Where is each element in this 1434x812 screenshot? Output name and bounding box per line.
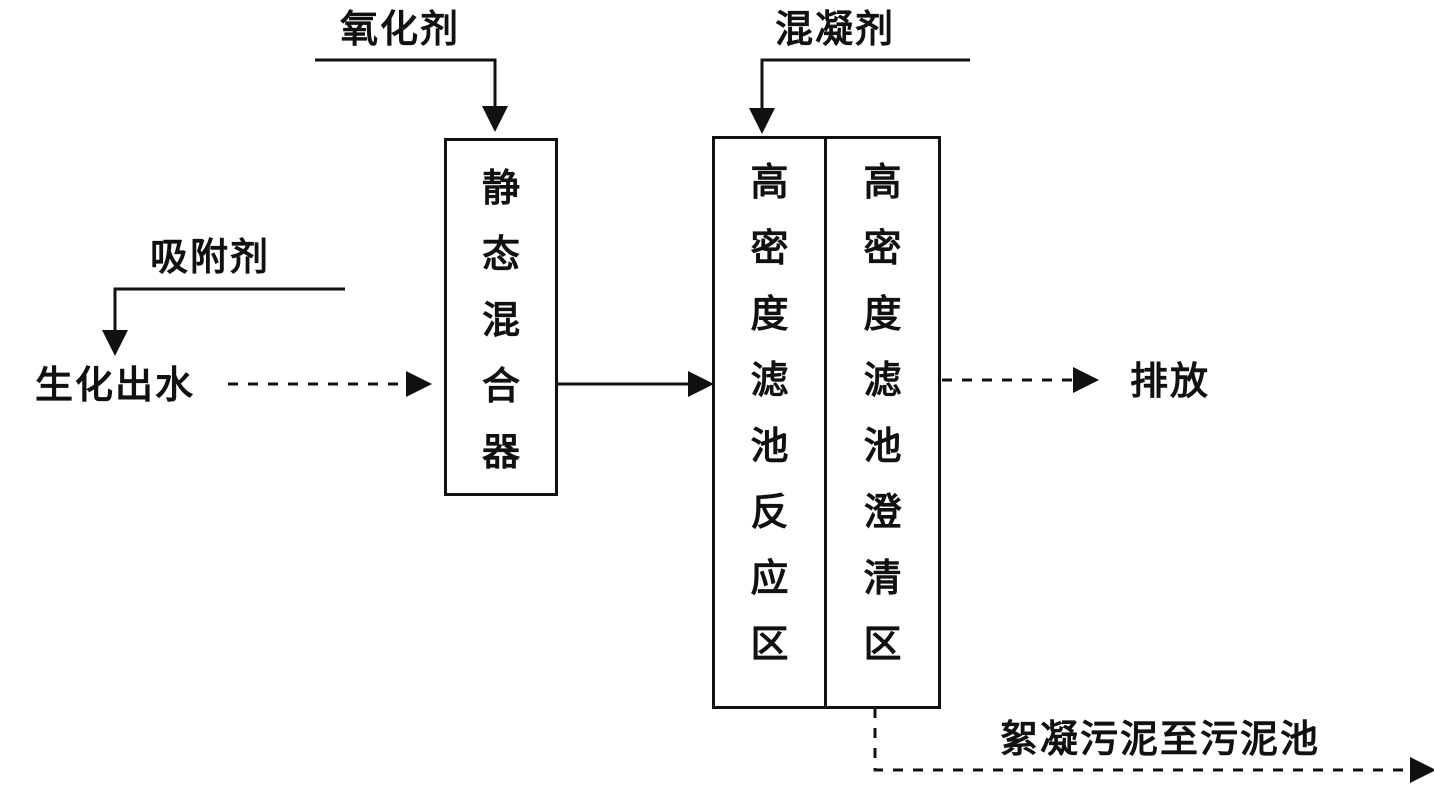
adsorbent-feed-arrow [102,287,345,356]
clarification-zone-box: 高密度滤池澄清区 [824,136,941,709]
reaction-zone-box: 高密度滤池反应区 [712,136,827,709]
adsorbent-label: 吸附剂 [150,235,271,279]
coagulant-label: 混凝剂 [775,7,896,51]
sludge-to-pond-arrow [873,708,1434,783]
static-mixer-label: 静态混合器 [481,166,520,474]
discharge-label: 排放 [1130,359,1211,403]
oxidant-feed-arrow [315,58,508,132]
coagulant-feed-arrow [749,58,970,134]
oxidant-label: 氧化剂 [340,7,461,51]
reaction-zone-label: 高密度滤池反应区 [750,160,789,666]
sludge-label: 絮凝污泥至污泥池 [1000,717,1321,761]
clarification-zone-label: 高密度滤池澄清区 [863,160,902,666]
biochemical-effluent-label: 生化出水 [35,363,196,407]
static-mixer-box: 静态混合器 [444,138,558,496]
